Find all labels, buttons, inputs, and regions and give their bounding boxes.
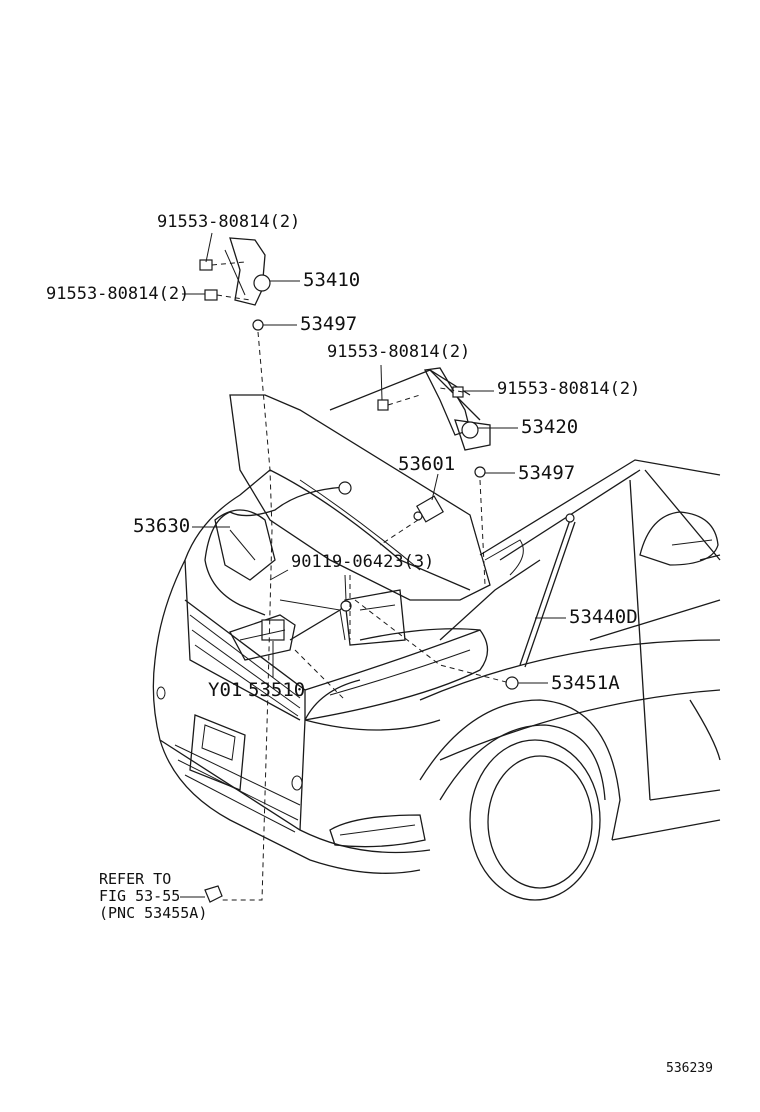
refer-note: REFER TO FIG 53-55 (PNC 53455A)	[99, 871, 207, 922]
callout-hood-lock: 53510	[248, 679, 306, 701]
refer-line-1: REFER TO	[99, 870, 172, 888]
callout-bolt-top-left-upper: 91553-80814(2)	[157, 212, 301, 232]
callout-retainer: 53451A	[551, 672, 620, 694]
lock-control-cable-line	[204, 486, 346, 616]
hood-support-rod	[519, 519, 571, 666]
callout-hinge-left: 53410	[303, 269, 361, 291]
hood-panel	[214, 369, 524, 646]
hood-lock-assembly	[229, 600, 352, 661]
callout-cushion-left: 53497	[300, 313, 358, 335]
callout-lock-control-cable: 53630	[133, 515, 191, 537]
leader-lines	[180, 232, 566, 903]
callout-hinge-right: 53420	[521, 416, 579, 438]
hood-hinge-left	[199, 237, 271, 331]
callout-bolt-mid-left: 91553-80814(2)	[327, 342, 471, 362]
callout-hood-sub-assy: 53601	[398, 453, 456, 475]
callout-hood-support: 53440D	[569, 606, 638, 628]
refer-line-3: (PNC 53455A)	[99, 904, 208, 922]
hood-hinge-right	[377, 367, 491, 478]
vehicle-body	[152, 459, 721, 901]
callout-bolt-mid-right: 91553-80814(2)	[497, 379, 641, 399]
callout-screw: 90119-06423(3)	[291, 552, 435, 572]
refer-line-2: FIG 53-55	[99, 887, 181, 905]
dashed-reference-lines	[222, 331, 511, 901]
diagram-code: 536239	[666, 1061, 713, 1076]
callout-cushion-right: 53497	[518, 462, 576, 484]
callout-bolt-top-left-lower: 91553-80814(2)	[46, 284, 190, 304]
callout-hood-lock-prefix: Y01	[208, 679, 243, 701]
